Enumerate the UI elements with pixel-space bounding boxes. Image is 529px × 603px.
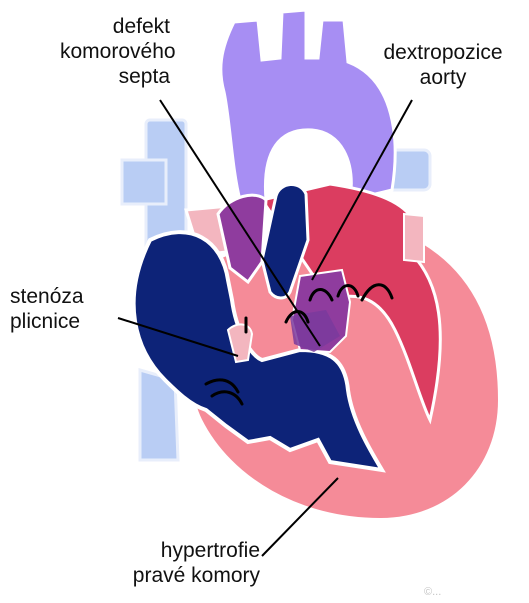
- label-dextro-line-1: dextropozice: [368, 40, 518, 65]
- label-defect-line-3: septa: [60, 64, 170, 89]
- watermark: ©...: [424, 586, 441, 598]
- label-right-ventricular-hypertrophy: hypertrofie pravé komory: [120, 538, 260, 588]
- label-hyper-line-1: hypertrofie: [120, 538, 260, 563]
- label-defect-line-1: defekt: [60, 14, 170, 39]
- label-hyper-line-2: pravé komory: [120, 563, 260, 588]
- aortic-arch: [221, 10, 395, 200]
- label-aortic-dextroposition: dextropozice aorty: [368, 40, 518, 90]
- label-pulmonary-stenosis: stenóza plicnice: [10, 284, 120, 334]
- label-dextro-line-2: aorty: [368, 65, 518, 90]
- label-ventricular-septal-defect: defekt komorového septa: [60, 14, 170, 89]
- label-stenosis-line-1: stenóza: [10, 284, 120, 309]
- label-stenosis-line-2: plicnice: [10, 309, 120, 334]
- label-defect-line-2: komorového: [60, 39, 170, 64]
